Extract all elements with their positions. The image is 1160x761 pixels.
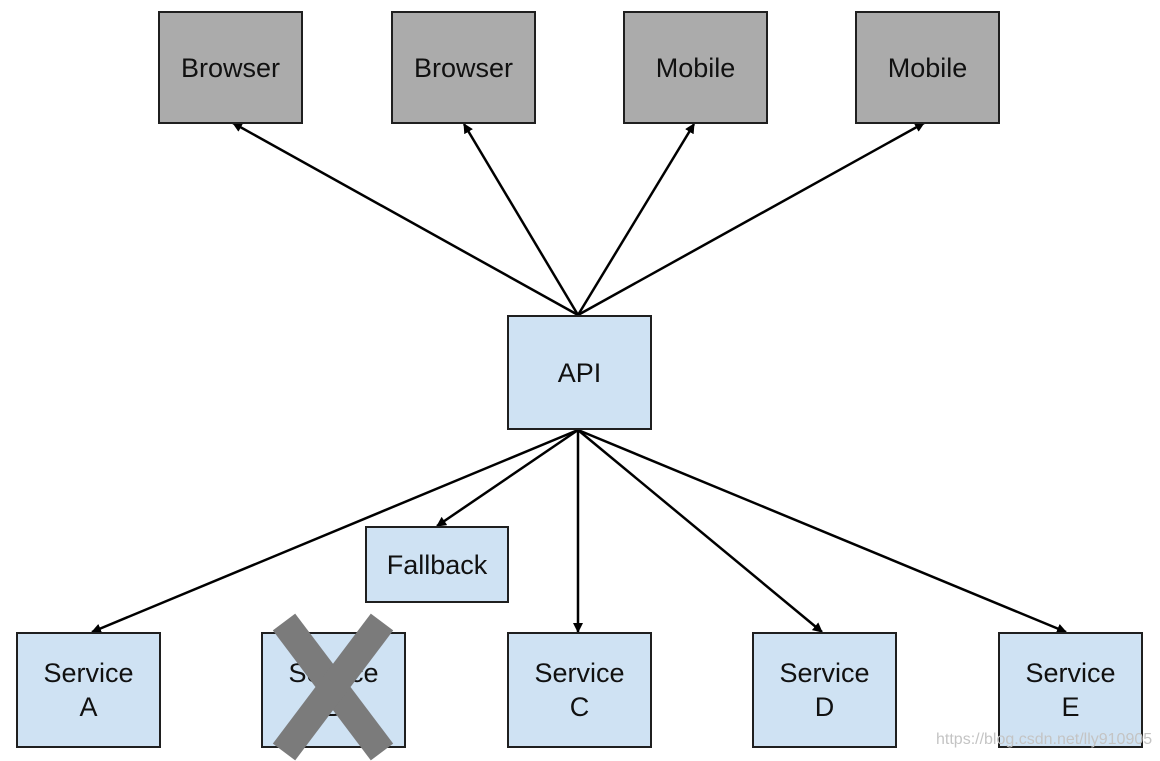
watermark: https://blog.csdn.net/lly910905	[936, 731, 1153, 748]
api-node: API	[507, 315, 652, 430]
service-letter: C	[569, 692, 590, 722]
edge-api-to-browser-2	[462, 123, 580, 316]
service-a-node: Service A	[16, 632, 161, 748]
client-mobile-2: Mobile	[855, 11, 1000, 124]
edge-api-to-browser-1	[232, 121, 579, 317]
service-name: Service	[779, 658, 870, 688]
service-d-node: Service D	[752, 632, 897, 748]
client-browser-1: Browser	[158, 11, 303, 124]
edge-api-to-mobile-1	[576, 123, 696, 316]
service-name: Service	[43, 658, 134, 688]
service-c-node: Service C	[507, 632, 652, 748]
client-browser-2: Browser	[391, 11, 536, 124]
fallback-node: Fallback	[365, 526, 509, 603]
edge-api-to-service-e	[577, 428, 1067, 634]
client-label: Browser	[180, 52, 281, 83]
edge-api-to-fallback	[436, 428, 579, 528]
client-label: Mobile	[655, 52, 736, 83]
service-letter: E	[1061, 692, 1080, 722]
service-name: Service	[534, 658, 625, 688]
client-label: Browser	[413, 52, 514, 83]
service-e-node: Service E	[998, 632, 1143, 748]
service-letter: D	[814, 692, 835, 722]
edge-api-to-service-a	[91, 428, 579, 634]
api-label: API	[557, 357, 602, 388]
client-label: Mobile	[887, 52, 968, 83]
edge-api-to-service-d	[577, 429, 823, 633]
fallback-label: Fallback	[386, 549, 488, 580]
service-letter: A	[79, 692, 98, 722]
client-mobile-1: Mobile	[623, 11, 768, 124]
service-name: Service	[1025, 658, 1116, 688]
edge-api-to-mobile-2	[577, 121, 925, 317]
